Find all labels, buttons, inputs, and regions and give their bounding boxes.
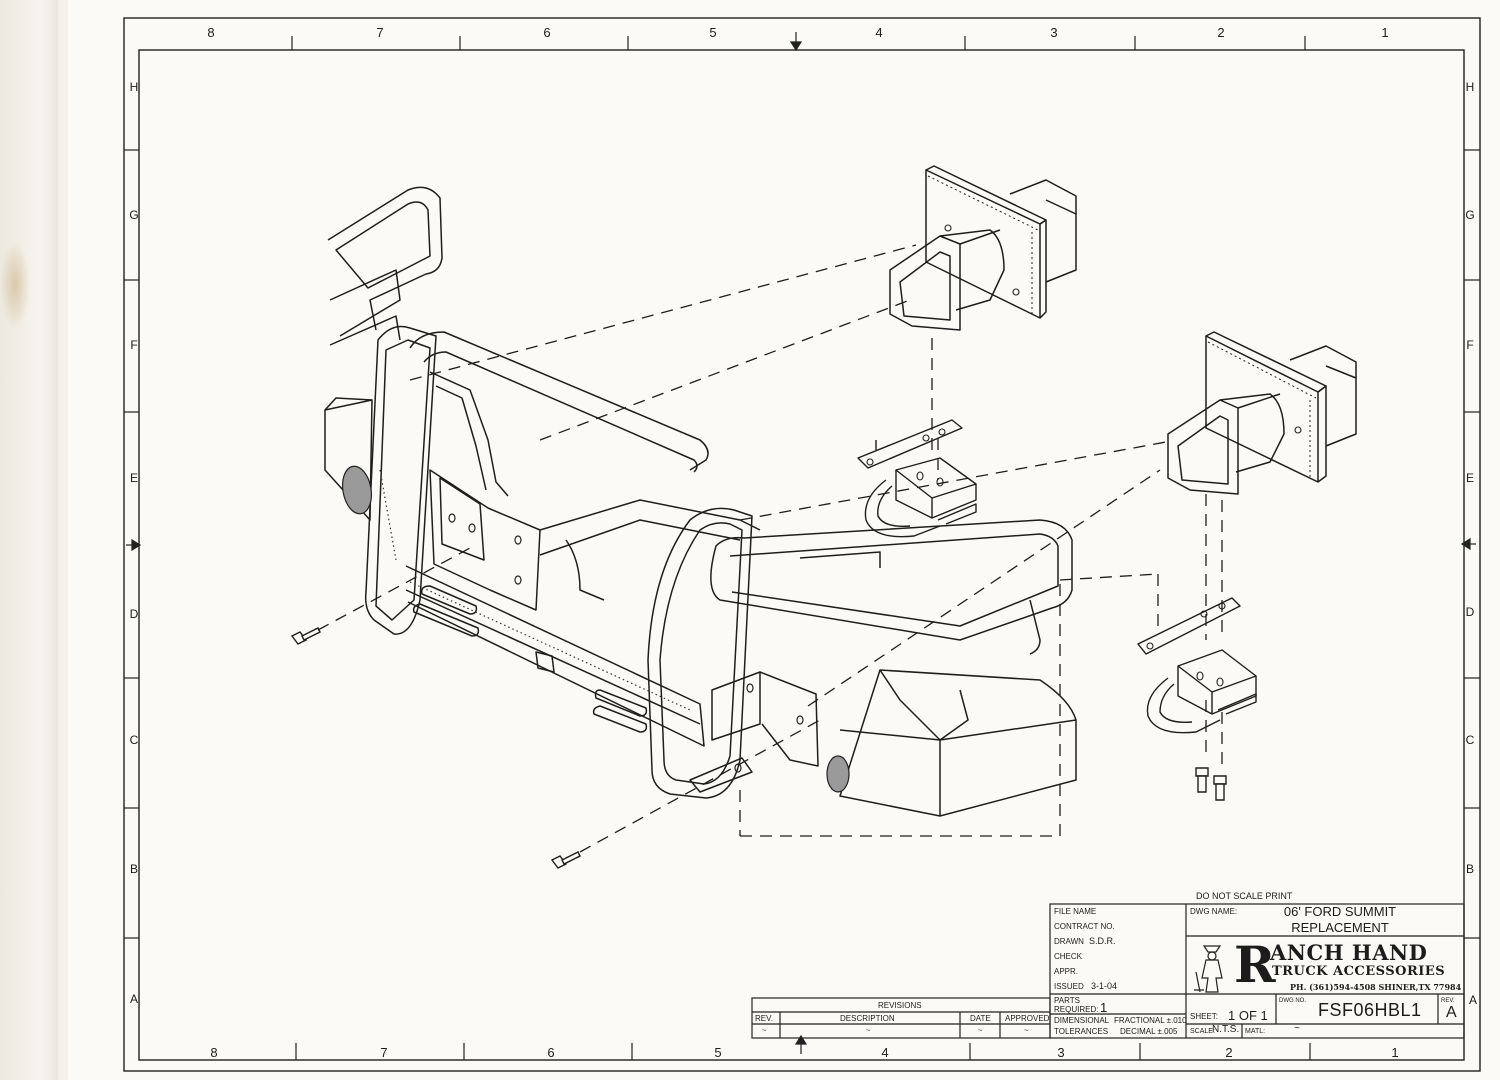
revision-letter: A bbox=[1446, 1004, 1457, 1021]
zone-label-bottom: 2 bbox=[1225, 1045, 1233, 1060]
zone-label-right: A bbox=[1468, 993, 1477, 1007]
zone-label-top: 5 bbox=[709, 25, 717, 40]
matl-label: MATL: bbox=[1245, 1028, 1266, 1035]
check-label: CHECK bbox=[1054, 952, 1083, 961]
scale-value: N.T.S. bbox=[1212, 1024, 1240, 1035]
revisions-header: REVISIONS bbox=[878, 1001, 922, 1010]
revisions-col-description: DESCRIPTION bbox=[840, 1014, 895, 1023]
scale-label: SCALE: bbox=[1190, 1028, 1215, 1035]
cowboy-logo-icon bbox=[1194, 945, 1223, 993]
zone-label-bottom: 6 bbox=[547, 1045, 555, 1060]
zone-label-top: 6 bbox=[543, 25, 551, 40]
revisions-col-rev: REV. bbox=[755, 1014, 773, 1023]
drawing-border bbox=[123, 17, 1481, 1072]
drawing-name-line2: REPLACEMENT bbox=[1291, 920, 1389, 935]
zone-label-left: A bbox=[129, 992, 138, 1006]
sheet-label: SHEET: bbox=[1190, 1012, 1219, 1021]
zone-label-right: E bbox=[1465, 471, 1474, 485]
company-phone: PH. (361)594-4508 SHINER,TX 77984 bbox=[1290, 982, 1462, 992]
centering-arrows bbox=[126, 32, 1476, 1054]
decimal-label: DECIMAL ±.005 bbox=[1120, 1027, 1178, 1036]
parts-required-value: 1 bbox=[1100, 1000, 1108, 1015]
zone-label-right: F bbox=[1466, 338, 1474, 352]
rev-label: REV. bbox=[1441, 998, 1455, 1004]
fractional-label: FRACTIONAL ±.010 bbox=[1114, 1016, 1187, 1025]
shackle-brackets bbox=[857, 419, 1257, 734]
do-not-scale-note: DO NOT SCALE PRINT bbox=[1196, 891, 1293, 901]
dwg-name-label: DWG NAME: bbox=[1190, 907, 1238, 916]
zone-label-right: H bbox=[1465, 80, 1475, 94]
revisions-cell: ~ bbox=[866, 1026, 871, 1035]
parts-required-label: PARTS bbox=[1054, 996, 1080, 1005]
drawing-number: FSF06HBL1 bbox=[1318, 1000, 1422, 1020]
appr-label: APPR. bbox=[1054, 967, 1079, 976]
assembly-lines bbox=[317, 244, 1223, 853]
receiver-edge-ticks bbox=[927, 175, 1317, 478]
receiver-mount-upper bbox=[889, 165, 1077, 331]
file-name-label: FILE NAME bbox=[1054, 907, 1097, 916]
zone-label-right: G bbox=[1465, 208, 1475, 222]
zone-label-left: F bbox=[130, 338, 138, 352]
zone-label-right: B bbox=[1465, 862, 1474, 876]
zone-label-bottom: 1 bbox=[1391, 1045, 1399, 1060]
contract-no-label: CONTRACT NO. bbox=[1054, 922, 1115, 931]
zone-label-bottom: 8 bbox=[210, 1045, 218, 1060]
paper-edge bbox=[0, 0, 58, 1080]
zone-label-right: C bbox=[1465, 733, 1475, 747]
zone-label-left: D bbox=[129, 607, 139, 621]
zone-label-top: 2 bbox=[1217, 25, 1225, 40]
company-logo-initial: R bbox=[1234, 935, 1276, 994]
parts-required-label-2: REQUIRED: bbox=[1054, 1005, 1099, 1014]
drawn-label: DRAWN bbox=[1054, 937, 1084, 946]
zone-label-left: C bbox=[129, 733, 139, 747]
drawn-value: S.D.R. bbox=[1089, 936, 1116, 946]
zone-ticks bbox=[124, 36, 1480, 1060]
dwg-no-label: DWG NO. bbox=[1279, 998, 1306, 1004]
drawing-name-line1: 06' FORD SUMMIT bbox=[1283, 904, 1397, 919]
zone-label-top: 1 bbox=[1381, 25, 1389, 40]
receiver-mount-lower bbox=[1167, 331, 1357, 495]
issued-label: ISSUED bbox=[1054, 982, 1084, 991]
drawing-paper bbox=[68, 0, 1500, 1080]
rivet-line bbox=[379, 469, 691, 711]
revisions-cell: ~ bbox=[762, 1026, 767, 1035]
bolt-holes bbox=[448, 513, 804, 773]
bracket-holes bbox=[866, 224, 1302, 687]
title-block-grid bbox=[751, 903, 1465, 1039]
zone-label-left: H bbox=[129, 80, 139, 94]
zone-label-bottom: 7 bbox=[380, 1045, 388, 1060]
issued-value: 3-1-04 bbox=[1091, 981, 1118, 991]
company-name: ANCH HAND bbox=[1270, 940, 1428, 965]
zone-label-top: 7 bbox=[376, 25, 384, 40]
zone-label-right: D bbox=[1465, 605, 1475, 619]
tolerances-label: TOLERANCES bbox=[1054, 1027, 1109, 1036]
company-subtitle: TRUCK ACCESSORIES bbox=[1272, 964, 1446, 979]
zone-label-bottom: 4 bbox=[881, 1045, 889, 1060]
zone-label-left: B bbox=[129, 862, 138, 876]
revisions-cell: ~ bbox=[1024, 1026, 1029, 1035]
zone-label-top: 3 bbox=[1050, 25, 1058, 40]
zone-label-bottom: 3 bbox=[1057, 1045, 1065, 1060]
bolts bbox=[290, 627, 1227, 869]
zone-label-top: 4 bbox=[875, 25, 883, 40]
zone-label-bottom: 5 bbox=[714, 1045, 722, 1060]
zone-label-left: E bbox=[129, 471, 138, 485]
light-mesh bbox=[341, 465, 850, 793]
matl-value: ~ bbox=[1294, 1023, 1300, 1034]
zone-label-left: G bbox=[129, 208, 139, 222]
revisions-col-approved: APPROVED bbox=[1005, 1014, 1050, 1023]
sheet-value: 1 OF 1 bbox=[1228, 1008, 1268, 1023]
revisions-cell: ~ bbox=[978, 1026, 983, 1035]
paper-stain bbox=[0, 240, 30, 330]
grille-guard-assembly bbox=[324, 186, 1077, 817]
revisions-col-date: DATE bbox=[970, 1014, 991, 1023]
zone-label-top: 8 bbox=[207, 25, 215, 40]
dimensional-label: DIMENSIONAL bbox=[1054, 1016, 1110, 1025]
